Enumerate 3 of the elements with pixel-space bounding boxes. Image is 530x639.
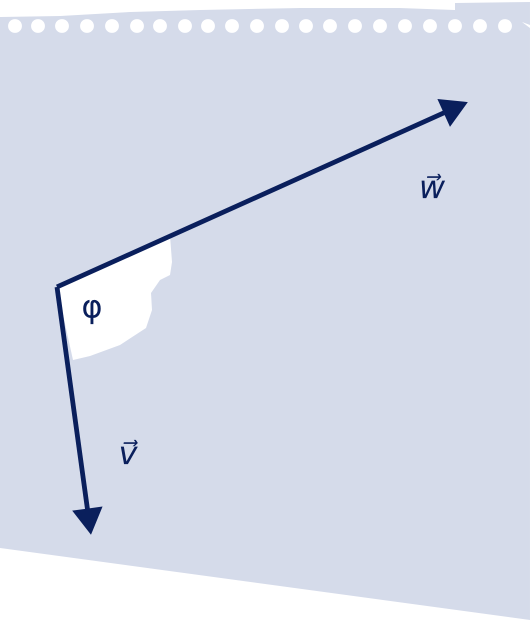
vector-label: φ: [83, 300, 101, 324]
vector-label: v⃗: [120, 440, 138, 464]
vector-label: w⃗: [422, 174, 446, 198]
